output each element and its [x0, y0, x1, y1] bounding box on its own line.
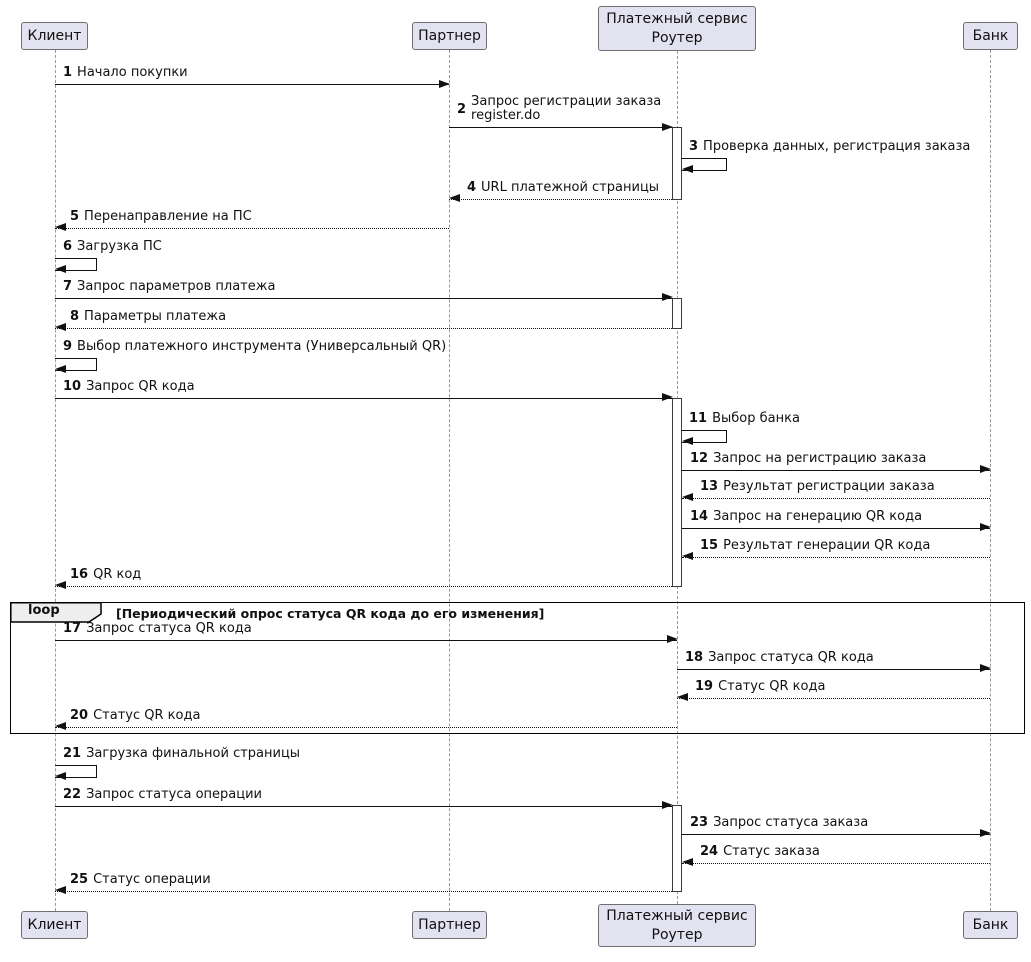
lifeline-client: [55, 50, 56, 911]
message-18-arrowhead: [980, 664, 991, 672]
loop-frame: loop [Периодический опрос статуса QR код…: [10, 602, 1025, 734]
activation-bar: [672, 398, 682, 587]
message-4-arrowhead: [449, 194, 460, 202]
message-1-arrow: [55, 84, 449, 85]
message-5-arrow: [55, 228, 449, 229]
activation-bar: [672, 298, 682, 329]
message-17-arrowhead: [667, 635, 678, 643]
participant-partner-bottom: Партнер: [412, 911, 487, 939]
message-7-arrow: [55, 298, 672, 299]
message-9-arrowhead: [55, 365, 66, 373]
message-11-self-arrow: [682, 430, 727, 443]
message-4-arrow: [449, 199, 672, 200]
message-24-arrow: [682, 863, 990, 864]
message-17-arrow: [55, 640, 677, 641]
message-10-arrowhead: [662, 393, 673, 401]
lifeline-bank: [990, 50, 991, 911]
message-22-arrow: [55, 806, 672, 807]
message-13-arrowhead: [682, 493, 693, 501]
message-19-arrow: [677, 698, 990, 699]
message-15-arrow: [682, 557, 990, 558]
message-23-arrowhead: [980, 829, 991, 837]
message-8-arrow: [55, 328, 672, 329]
message-12-arrow: [682, 470, 990, 471]
message-2-arrowhead: [662, 123, 673, 131]
participant-client-top: Клиент: [21, 22, 88, 50]
message-20-arrowhead: [55, 722, 66, 730]
message-5-arrowhead: [55, 223, 66, 231]
participant-client-bottom: Клиент: [21, 911, 88, 939]
message-25-arrow: [55, 891, 672, 892]
message-3-self-arrow: [682, 158, 727, 171]
message-25-arrowhead: [55, 886, 66, 894]
participant-bank-top: Банк: [963, 22, 1018, 50]
lifeline-partner: [449, 50, 450, 911]
message-14-arrow: [682, 528, 990, 529]
message-2-arrow: [449, 127, 672, 128]
message-15-arrowhead: [682, 552, 693, 560]
message-6-self-arrow: [55, 258, 97, 271]
loop-header: loop: [10, 602, 102, 623]
message-13-arrow: [682, 498, 990, 499]
message-14-arrowhead: [980, 523, 991, 531]
message-8-arrowhead: [55, 323, 66, 331]
message-19-arrowhead: [677, 693, 688, 701]
message-12-arrowhead: [980, 465, 991, 473]
loop-operator-label: loop: [28, 603, 60, 618]
message-1-arrowhead: [439, 80, 450, 88]
activation-bar: [672, 805, 682, 892]
message-11-arrowhead: [682, 437, 693, 445]
participant-router-top: Платежный сервис Роутер: [598, 6, 756, 51]
message-20-arrow: [55, 727, 677, 728]
activation-bar: [672, 127, 682, 200]
message-23-arrow: [682, 834, 990, 835]
message-6-arrowhead: [55, 265, 66, 273]
message-21-self-arrow: [55, 765, 97, 778]
participant-router-bottom: Платежный сервис Роутер: [598, 904, 756, 947]
message-16-arrowhead: [55, 581, 66, 589]
participant-partner-top: Партнер: [412, 22, 487, 50]
message-10-arrow: [55, 398, 672, 399]
loop-condition: [Периодический опрос статуса QR кода до …: [116, 606, 545, 621]
loop-pentagon-icon: [10, 602, 102, 623]
message-22-arrowhead: [662, 801, 673, 809]
message-16-arrow: [55, 586, 672, 587]
message-3-arrowhead: [682, 165, 693, 173]
message-21-arrowhead: [55, 772, 66, 780]
participant-bank-bottom: Банк: [963, 911, 1018, 939]
message-18-arrow: [677, 669, 990, 670]
message-24-arrowhead: [682, 858, 693, 866]
message-9-self-arrow: [55, 358, 97, 371]
message-7-arrowhead: [662, 293, 673, 301]
